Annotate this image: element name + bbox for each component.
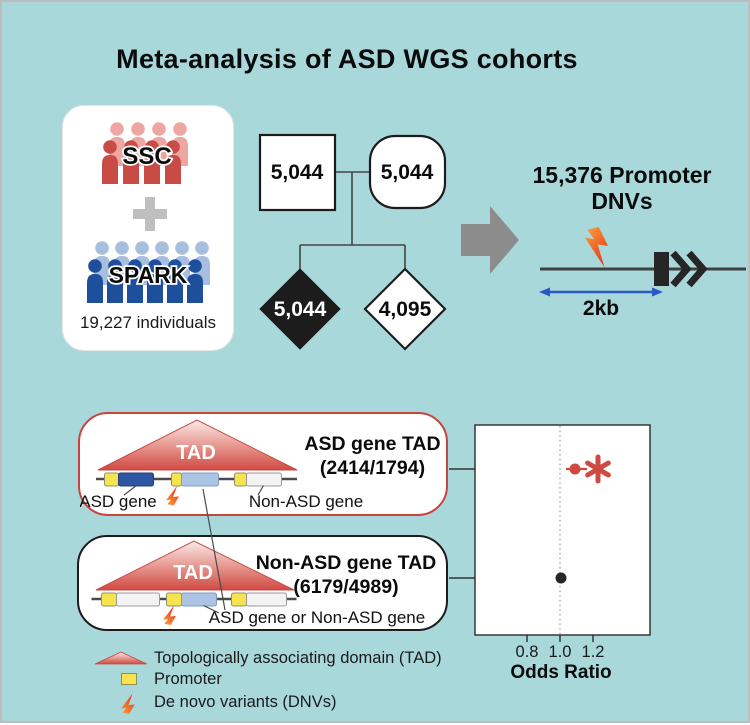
legend-item-tad: Topologically associating domain (TAD) — [154, 649, 442, 667]
gene-track-boxes — [104, 472, 282, 487]
tick-label: 1.0 — [549, 643, 572, 661]
legend-item-promoter: Promoter — [154, 670, 222, 688]
non-asd-tad-title-line1: Non-ASD gene TAD — [255, 552, 437, 574]
shared-gene-box — [181, 472, 219, 487]
ssc-crowd-icon: SSC — [102, 122, 188, 184]
asd-tad-title-line1: ASD gene TAD — [304, 433, 441, 455]
axis-ticks — [526, 635, 594, 642]
promoter-box-icon — [121, 673, 137, 685]
pedigree-diagram: 5,044 5,044 5,044 4,095 — [258, 133, 447, 351]
promoter-box-icon — [104, 472, 119, 487]
asd-tad-title-line2: (2414/1794) — [319, 457, 426, 479]
ssc-label: SSC — [122, 143, 171, 170]
non-asd-gene-box — [116, 592, 160, 607]
promoter-gene-schematic: 2kb — [539, 227, 746, 320]
tad-triangle-icon — [97, 419, 298, 471]
headline-line1: 15,376 Promoter — [532, 162, 712, 188]
promoter-box-icon — [166, 592, 182, 607]
legend-item-dnv: De novo variants (DNVs) — [154, 693, 337, 711]
father-count: 5,044 — [271, 161, 324, 184]
tad-label: TAD — [173, 562, 213, 584]
scale-arrow-icon — [539, 287, 663, 297]
sibling-count: 4,095 — [379, 298, 432, 321]
shared-gene-label: ASD gene or Non-ASD gene — [209, 608, 425, 627]
shared-gene-box — [181, 592, 217, 607]
or-point-asd — [566, 454, 611, 484]
non-asd-tad-schematic: TAD ASD gene or Non-ASD gene — [91, 540, 425, 627]
tick-label: 0.8 — [516, 643, 539, 661]
proband-count: 5,044 — [274, 298, 327, 321]
promoter-box-icon — [171, 472, 182, 487]
flow-arrow-icon — [461, 206, 519, 274]
tad-triangle-icon — [95, 540, 295, 591]
plus-icon — [133, 197, 167, 231]
mother-count: 5,044 — [381, 161, 434, 184]
non-asd-tad-title-line2: (6179/4989) — [293, 576, 399, 598]
spark-label: SPARK — [109, 262, 188, 288]
asd-gene-box — [118, 472, 154, 487]
non-asd-gene-box — [246, 592, 287, 607]
promoter-box-icon — [101, 592, 117, 607]
promoter-dnv-headline: 15,376 Promoter DNVs — [502, 162, 742, 214]
plot-area — [474, 424, 651, 636]
pedigree-lines — [299, 171, 406, 271]
asd-tad-title: ASD gene TAD (2414/1794) — [275, 432, 470, 480]
promoter-box-icon — [234, 472, 247, 487]
pedigree-mother-shape — [368, 134, 447, 210]
pedigree-proband-diamond — [259, 268, 341, 350]
significance-asterisk — [585, 454, 611, 484]
pedigree-sibling-diamond — [363, 267, 447, 351]
cohort-card: SSC SPARK 19,227 individuals — [62, 105, 234, 351]
pedigree-father-square — [258, 133, 337, 212]
non-asd-gene-box — [246, 472, 282, 487]
asd-tad-schematic: TAD ASD gene Non-ASD gene — [80, 419, 363, 511]
leader-line — [257, 485, 265, 496]
spark-crowd-icon: SPARK — [87, 241, 210, 303]
non-asd-tad-box: TAD ASD gene or Non-ASD gene Non-ASD gen… — [77, 535, 448, 631]
tick-label: 1.2 — [582, 643, 605, 661]
gene-chevrons-icon — [670, 250, 708, 288]
non-asd-tad-title: Non-ASD gene TAD (6179/4989) — [241, 551, 451, 599]
scale-label: 2kb — [583, 297, 619, 320]
lightning-bolt-icon — [121, 693, 135, 714]
individuals-count: 19,227 individuals — [79, 313, 217, 332]
x-axis-label: Odds Ratio — [510, 662, 611, 683]
asd-gene-label: ASD gene — [80, 492, 157, 511]
lightning-bolt-icon — [163, 605, 176, 625]
gene-body — [654, 252, 669, 286]
tad-triangle-icon — [94, 651, 148, 665]
lightning-bolt-icon — [585, 227, 608, 268]
tad-label: TAD — [176, 442, 216, 464]
asd-tad-box: TAD ASD gene Non-ASD gene ASD gene TAD (… — [78, 412, 448, 516]
headline-line2: DNVs — [591, 188, 653, 214]
page-title: Meta-analysis of ASD WGS cohorts — [116, 44, 578, 74]
lightning-bolt-icon — [166, 486, 179, 506]
forest-plot: 0.8 1.0 1.2 Odds Ratio — [449, 424, 651, 683]
leader-line — [123, 485, 137, 496]
or-point-non-asd — [555, 572, 567, 584]
non-asd-gene-label: Non-ASD gene — [249, 492, 363, 511]
